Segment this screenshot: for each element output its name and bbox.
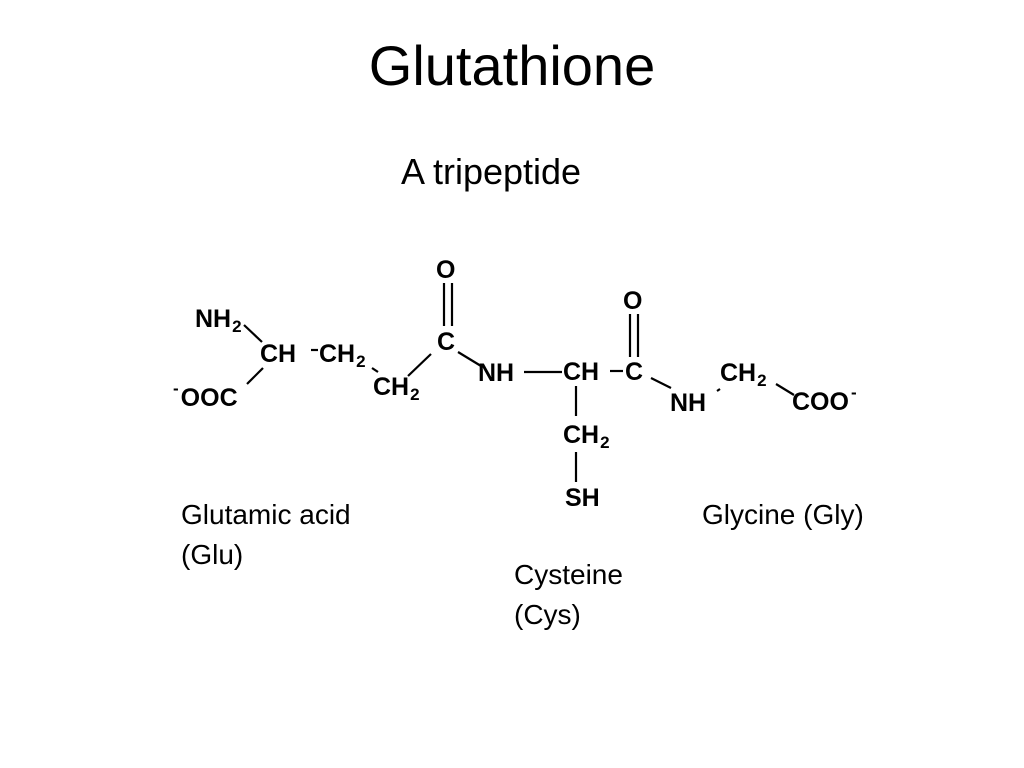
page-subtitle: A tripeptide (400, 151, 582, 192)
atom-o-amide-1: O (436, 256, 456, 284)
atom-nh2-glu: NH2 (195, 305, 242, 336)
label-cysteine: Cysteine (Cys) (514, 559, 623, 630)
atom-ch2-gly: CH2 (720, 359, 767, 390)
atom-o-amide-2: O (623, 287, 643, 315)
bond-c2-nh2 (650, 377, 672, 389)
atom-ch2-glu-a: CH2 (319, 340, 366, 371)
label-glutamic-acid: Glutamic acid (Glu) (181, 499, 351, 570)
atom-coo: COO- (792, 383, 857, 416)
atom-ch-cys: CH (563, 358, 600, 386)
bond-ch2-ch2 (371, 367, 379, 373)
bond-ch-ooc (246, 367, 264, 385)
atom-ch2-cys: CH2 (563, 421, 610, 452)
atom-nh-1: NH (478, 359, 515, 387)
label-glycine: Glycine (Gly) (702, 499, 864, 530)
atom-nh-2: NH (670, 389, 707, 417)
atom-sh: SH (565, 484, 600, 512)
page-title: Glutathione (368, 34, 656, 97)
atom-ch2-glu-b: CH2 (373, 373, 420, 404)
atom-c-amide-2: C (625, 358, 644, 386)
atom-c-amide-1: C (437, 328, 456, 356)
atom-ooc: -OOC (173, 379, 238, 412)
atom-ch-glu: CH (260, 340, 297, 368)
